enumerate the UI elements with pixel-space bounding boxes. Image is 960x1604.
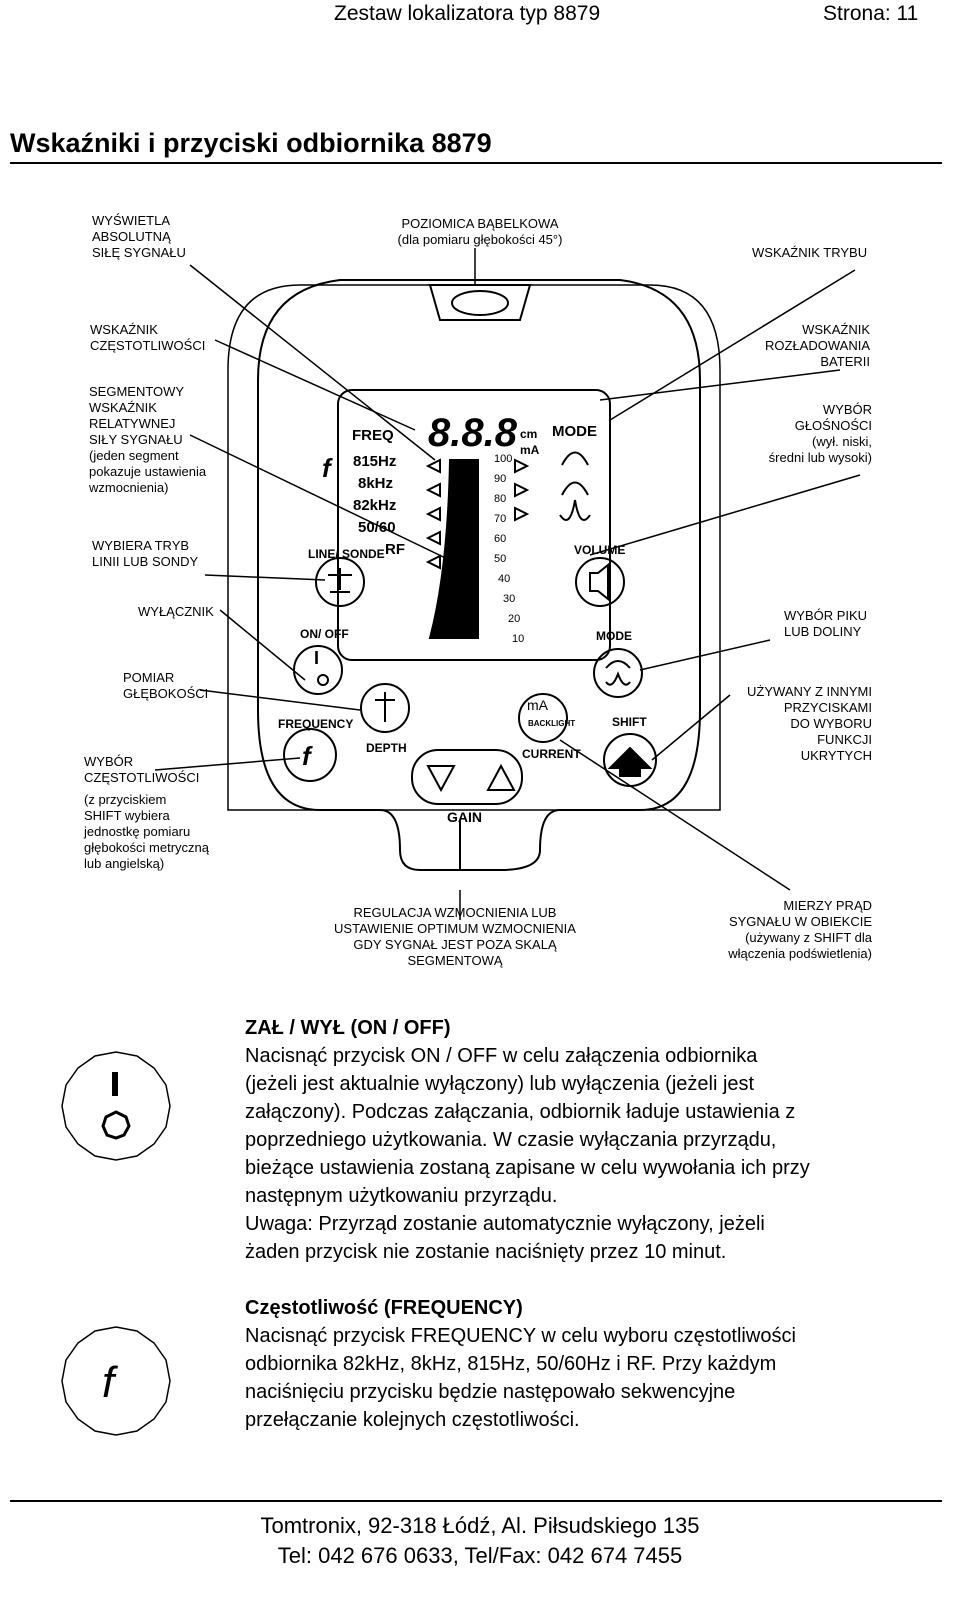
current-label: CURRENT <box>522 747 581 761</box>
receiver-housing-outline <box>227 284 721 811</box>
onoff-label: ON/ OFF <box>300 627 349 641</box>
freq-option-8khz: 8kHz <box>358 475 393 492</box>
null-mode-icon <box>559 499 591 521</box>
callout-freq-select-note: (z przyciskiem SHIFT wybiera jednostkę p… <box>84 792 209 871</box>
bar-scale: 100 90 80 70 60 50 40 30 20 10 <box>494 453 524 645</box>
title-divider <box>10 162 942 164</box>
mode-indicator-label: MODE <box>552 423 597 440</box>
svg-text:90: 90 <box>494 473 506 485</box>
callout-freq-select: WYBÓR CZĘSTOTLIWOŚCI <box>84 754 200 785</box>
f-glyph: f <box>102 1358 119 1407</box>
gain-button[interactable] <box>411 749 523 805</box>
bubble-level-vial <box>451 290 509 316</box>
current-button[interactable] <box>518 693 568 743</box>
digits-readout: 8.8.8 <box>428 411 518 455</box>
section-frequency: Częstotliwość (FREQUENCY) Nacisnąć przyc… <box>245 1294 945 1434</box>
section-onoff-heading: ZAŁ / WYŁ (ON / OFF) <box>245 1017 451 1039</box>
callout-shift-use: UŻYWANY Z INNYMI PRZYCISKAMI DO WYBORU F… <box>747 684 872 763</box>
off-icon <box>317 674 329 686</box>
mode-button[interactable] <box>593 648 643 698</box>
svg-text:60: 60 <box>494 533 506 545</box>
line-sonde-icon <box>328 568 352 593</box>
footer-address: Tomtronix, 92-318 Łódź, Al. Piłsudskiego… <box>260 1513 700 1538</box>
peak-mode-icon-2 <box>561 481 589 496</box>
svg-text:10: 10 <box>512 633 524 645</box>
mode-peak-null-icon <box>605 660 631 686</box>
callout-gain: REGULACJA WZMOCNIENIA LUB USTAWIENIE OPT… <box>334 905 576 968</box>
callout-bar-graph: SEGMENTOWY WSKAŹNIK RELATYWNEJ SIŁY SYGN… <box>89 384 207 495</box>
shift-label: SHIFT <box>612 715 647 729</box>
bubble-level <box>428 284 532 321</box>
svg-text:50: 50 <box>494 553 506 565</box>
depth-label: DEPTH <box>366 741 407 755</box>
volume-triangles-right <box>514 458 530 522</box>
ma-label: mA <box>527 697 549 713</box>
gain-label: GAIN <box>447 809 482 825</box>
on-glyph: I <box>314 648 319 668</box>
footer-phone: Tel: 042 676 0633, Tel/Fax: 042 674 7455 <box>277 1543 683 1568</box>
callout-volume-select: WYBÓR GŁOŚNOŚCI (wył. niski, średni lub … <box>768 402 872 465</box>
freq-option-5060: 50/60 <box>358 519 396 536</box>
section-onoff: ZAŁ / WYŁ (ON / OFF) Nacisnąć przycisk O… <box>245 1014 945 1266</box>
callout-peak-null: WYBÓR PIKU LUB DOLINY <box>784 608 868 639</box>
callout-freq-indicator: WSKAŹNIK CZĘSTOTLIWOŚCI <box>90 322 206 353</box>
freq-option-rf: RF <box>385 541 405 558</box>
frequency-button-f: f <box>302 741 313 771</box>
signal-bar-graph <box>428 459 479 639</box>
line-sonde-button[interactable] <box>315 557 365 607</box>
gain-up-icon <box>486 763 516 791</box>
freq-label: FREQ <box>352 427 394 444</box>
volume-label: VOLUME <box>574 543 625 557</box>
unit-ma: mA <box>520 443 540 457</box>
depth-icon <box>375 692 395 722</box>
onoff-button-icon <box>61 1051 171 1161</box>
depth-button[interactable] <box>360 683 410 733</box>
document-title: Zestaw lokalizatora typ 8879 <box>334 2 601 25</box>
mode-button-label: MODE <box>596 629 632 643</box>
callout-bubble-level: POZIOMICA BĄBELKOWA (dla pomiaru głęboko… <box>397 216 563 247</box>
speaker-icon <box>589 562 609 602</box>
section-title: Wskaźniki i przyciski odbiornika 8879 <box>10 128 492 158</box>
gain-down-icon <box>426 765 456 793</box>
shift-arrow-icon <box>607 746 653 777</box>
svg-text:30: 30 <box>503 593 515 605</box>
svg-text:20: 20 <box>508 613 520 625</box>
svg-text:70: 70 <box>494 513 506 525</box>
freq-option-82khz: 82kHz <box>353 497 396 514</box>
svg-text:100: 100 <box>494 453 512 465</box>
line-sonde-label: LINE/ SONDE <box>308 547 385 561</box>
svg-text:40: 40 <box>498 573 510 585</box>
frequency-button[interactable] <box>283 728 337 782</box>
lcd-display-outline <box>337 389 611 661</box>
peak-mode-icon <box>561 451 589 466</box>
page-number: Strona: 11 <box>823 2 919 25</box>
freq-indicator-f: f <box>322 453 333 483</box>
volume-button[interactable] <box>575 557 625 607</box>
frequency-label: FREQUENCY <box>278 717 353 731</box>
callout-mode-indicator: WSKAŹNIK TRYBU <box>752 245 868 260</box>
section-frequency-heading: Częstotliwość (FREQUENCY) <box>245 1297 523 1319</box>
callout-off-switch: WYŁĄCZNIK <box>138 604 214 619</box>
receiver-diagram: FREQ 815Hz 8kHz 82kHz 50/60 RF 8.8.8 cm … <box>154 248 861 920</box>
callout-battery-indicator: WSKAŹNIK ROZŁADOWANIA BATERII <box>765 322 870 369</box>
footer-divider <box>10 1500 942 1502</box>
volume-triangles-left <box>425 458 441 570</box>
frequency-button-icon: f <box>61 1326 171 1436</box>
callout-abs-signal: WYŚWIETLA ABSOLUTNĄ SIŁĘ SYGNAŁU <box>92 213 186 260</box>
leader-lines <box>154 248 861 920</box>
backlight-label: BACKLIGHT <box>528 719 575 728</box>
freq-option-815hz: 815Hz <box>353 453 396 470</box>
callout-current: MIERZY PRĄD SYGNAŁU W OBIEKCIE (używany … <box>728 898 872 961</box>
unit-cm: cm <box>520 427 537 441</box>
callout-line-sonde: WYBIERA TRYB LINII LUB SONDY <box>92 538 199 569</box>
callout-depth: POMIAR GŁĘBOKOŚCI <box>123 670 209 701</box>
svg-text:80: 80 <box>494 493 506 505</box>
